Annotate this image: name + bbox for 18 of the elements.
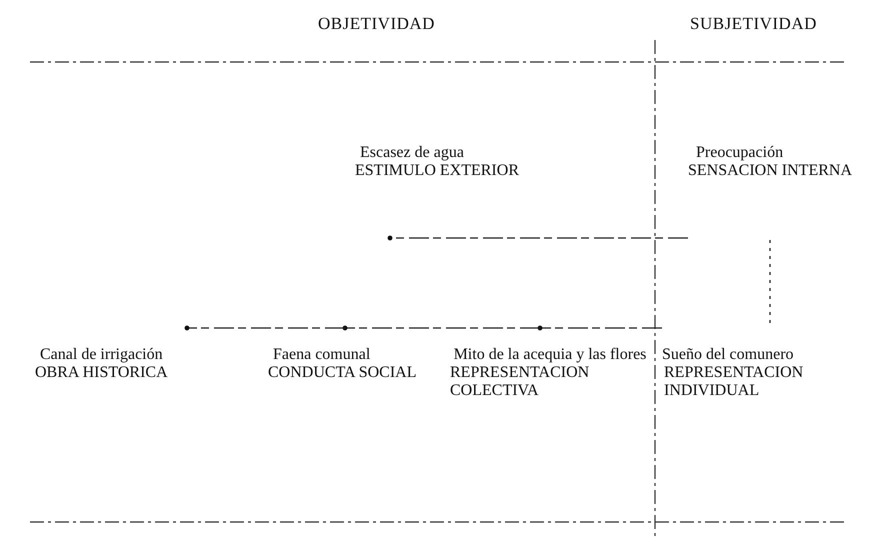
concept-label: Canal de irrigación	[39, 346, 164, 364]
connector-line	[342, 326, 540, 330]
concept-label: Preocupación	[695, 144, 784, 162]
concept-label: Sueño del comunero	[662, 346, 795, 364]
concept-label: Escasez de agua	[359, 144, 465, 162]
connector-line	[184, 326, 345, 330]
concept-label: Faena comunal	[272, 346, 372, 364]
category-label: CONDUCTA SOCIAL	[268, 364, 418, 382]
category-label: REPRESENTACION INDIVIDUAL	[663, 364, 804, 400]
connector-line	[388, 236, 688, 240]
category-label: SENSACION INTERNA	[688, 162, 853, 180]
column-heading: SUBJETIVIDAD	[690, 14, 817, 34]
concept-label: Mito de la acequia y las flores	[452, 346, 648, 364]
category-label: OBRA HISTORICA	[35, 364, 169, 382]
column-heading: OBJETIVIDAD	[318, 14, 435, 34]
connector-line	[538, 326, 662, 330]
category-label: REPRESENTACION COLECTIVA	[450, 364, 590, 400]
category-label: ESTIMULO EXTERIOR	[355, 162, 520, 180]
